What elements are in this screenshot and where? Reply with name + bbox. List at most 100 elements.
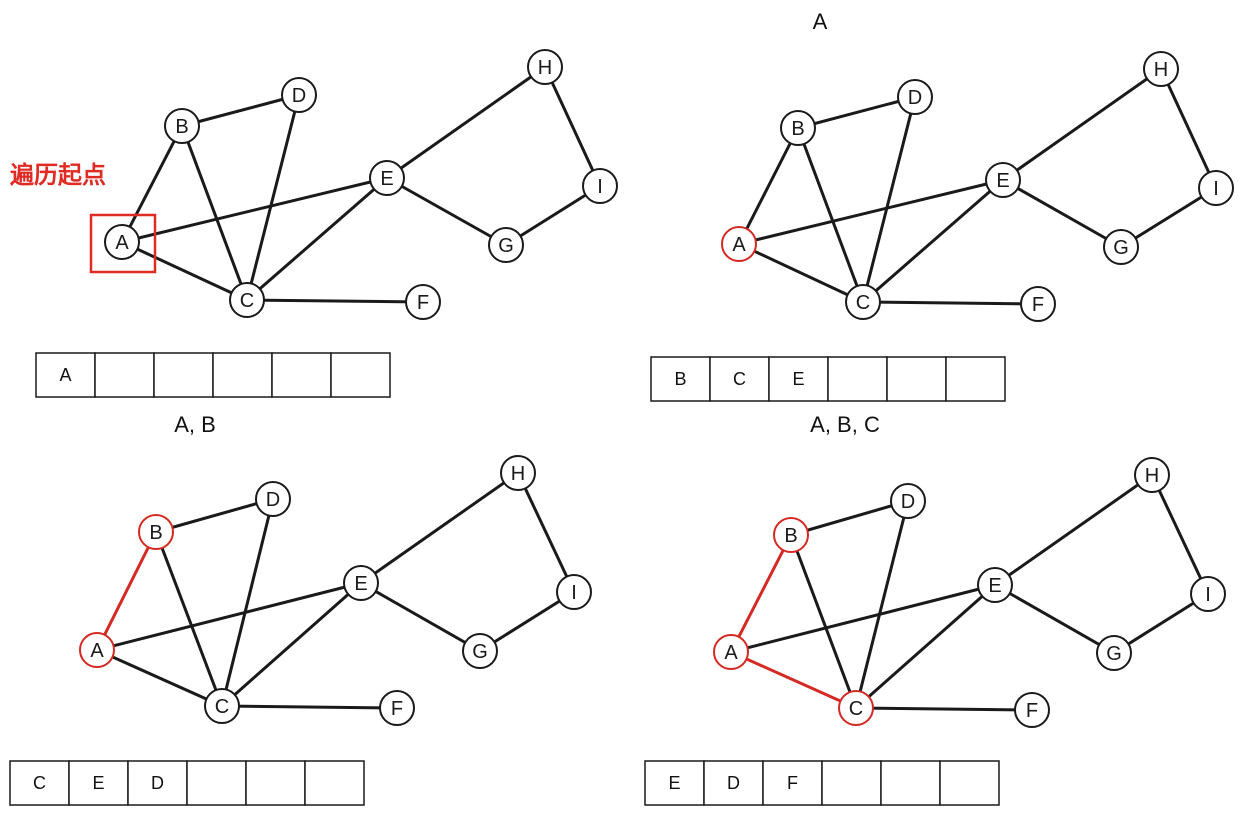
node-F: F <box>405 284 441 320</box>
node-label: H <box>1154 59 1168 81</box>
queue-cell <box>939 760 1000 806</box>
queue-cell-label: E <box>92 773 104 793</box>
node-G: G <box>1096 635 1132 671</box>
node-label: A <box>724 642 738 664</box>
edge-E-G <box>385 176 508 247</box>
node-label: C <box>856 292 870 314</box>
node-label: G <box>1113 237 1129 259</box>
edge-E-H <box>385 65 547 180</box>
node-label: A <box>90 640 104 662</box>
edge-E-G <box>1001 178 1123 249</box>
visited-sequence-label: A, B <box>174 412 216 437</box>
queue-cell <box>880 760 941 806</box>
node-A: A <box>721 226 757 262</box>
node-label: I <box>597 176 603 198</box>
node-I: I <box>1190 576 1226 612</box>
queue: A <box>35 352 391 398</box>
node-E: E <box>977 567 1013 603</box>
node-label: G <box>498 235 514 257</box>
node-label: G <box>472 641 488 663</box>
node-I: I <box>582 168 618 204</box>
node-C: C <box>204 688 240 724</box>
edge-A-B <box>737 126 800 246</box>
edge-A-E <box>737 178 1005 246</box>
node-label: D <box>292 85 306 107</box>
edge-E-G <box>359 581 482 653</box>
edges <box>120 65 602 304</box>
edge-C-F <box>854 706 1034 712</box>
node-label: C <box>240 290 254 312</box>
node-label: A <box>115 232 129 254</box>
node-label: I <box>571 582 577 604</box>
node-label: H <box>1145 465 1159 487</box>
node-D: D <box>890 483 926 519</box>
queue-cell <box>271 352 332 398</box>
start-marker-box <box>89 213 157 274</box>
edge-C-E <box>245 176 389 302</box>
queue-cell-label: C <box>33 773 46 793</box>
edge-D-C <box>245 93 301 302</box>
edge-A-E <box>120 176 389 244</box>
edge-A-C <box>737 242 865 304</box>
edge-E-G <box>993 583 1116 655</box>
queue-cell: A <box>35 352 96 398</box>
node-G: G <box>1103 229 1139 265</box>
edge-C-F <box>861 300 1040 306</box>
queue-cell <box>304 760 365 806</box>
node-B: B <box>773 517 809 553</box>
edge-B-D <box>180 93 301 128</box>
queue-cell: C <box>9 760 70 806</box>
node-H: H <box>1143 51 1179 87</box>
edge-I-G <box>478 590 576 653</box>
edge-B-C <box>180 124 249 302</box>
node-label: F <box>417 292 429 314</box>
node-label: D <box>901 491 915 513</box>
edge-H-I <box>1150 473 1210 596</box>
edges <box>737 67 1218 306</box>
node-label: C <box>215 696 229 718</box>
edge-C-F <box>220 704 399 710</box>
edge-H-I <box>543 65 602 188</box>
node-label: E <box>380 168 393 190</box>
edge-B-C <box>789 533 858 710</box>
queue-cell <box>153 352 214 398</box>
edge-D-C <box>861 95 917 304</box>
queue-cell <box>212 352 273 398</box>
edge-B-D <box>154 497 275 534</box>
edges <box>729 473 1210 712</box>
queue-cell-label: C <box>733 369 746 389</box>
node-D: D <box>255 481 291 517</box>
queue-cell: E <box>768 356 829 402</box>
node-H: H <box>500 455 536 491</box>
node-label: D <box>908 87 922 109</box>
edge-D-C <box>854 499 910 710</box>
node-B: B <box>780 110 816 146</box>
node-label: E <box>354 573 367 595</box>
edge-A-E <box>95 581 363 652</box>
edge-I-G <box>504 184 602 247</box>
edges <box>95 471 576 710</box>
node-label: B <box>791 118 804 140</box>
node-I: I <box>556 574 592 610</box>
node-B: B <box>138 514 174 550</box>
node-label: I <box>1205 584 1211 606</box>
node-D: D <box>897 79 933 115</box>
queue-cell: E <box>68 760 129 806</box>
start-point-label: 遍历起点 <box>10 161 106 189</box>
queue-cell: F <box>762 760 823 806</box>
node-label: A <box>732 234 746 256</box>
node-G: G <box>462 633 498 669</box>
node-label: F <box>391 698 403 720</box>
edge-I-G <box>1119 186 1218 249</box>
queue-cell-label: E <box>668 773 680 793</box>
node-label: B <box>175 116 188 138</box>
node-label: B <box>784 525 797 547</box>
edge-I-G <box>1112 592 1210 655</box>
edge-C-E <box>861 178 1005 304</box>
edge-E-H <box>993 473 1154 587</box>
edge-A-E <box>729 583 997 654</box>
edge-H-I <box>1159 67 1218 190</box>
queue-cell-label: B <box>674 369 686 389</box>
